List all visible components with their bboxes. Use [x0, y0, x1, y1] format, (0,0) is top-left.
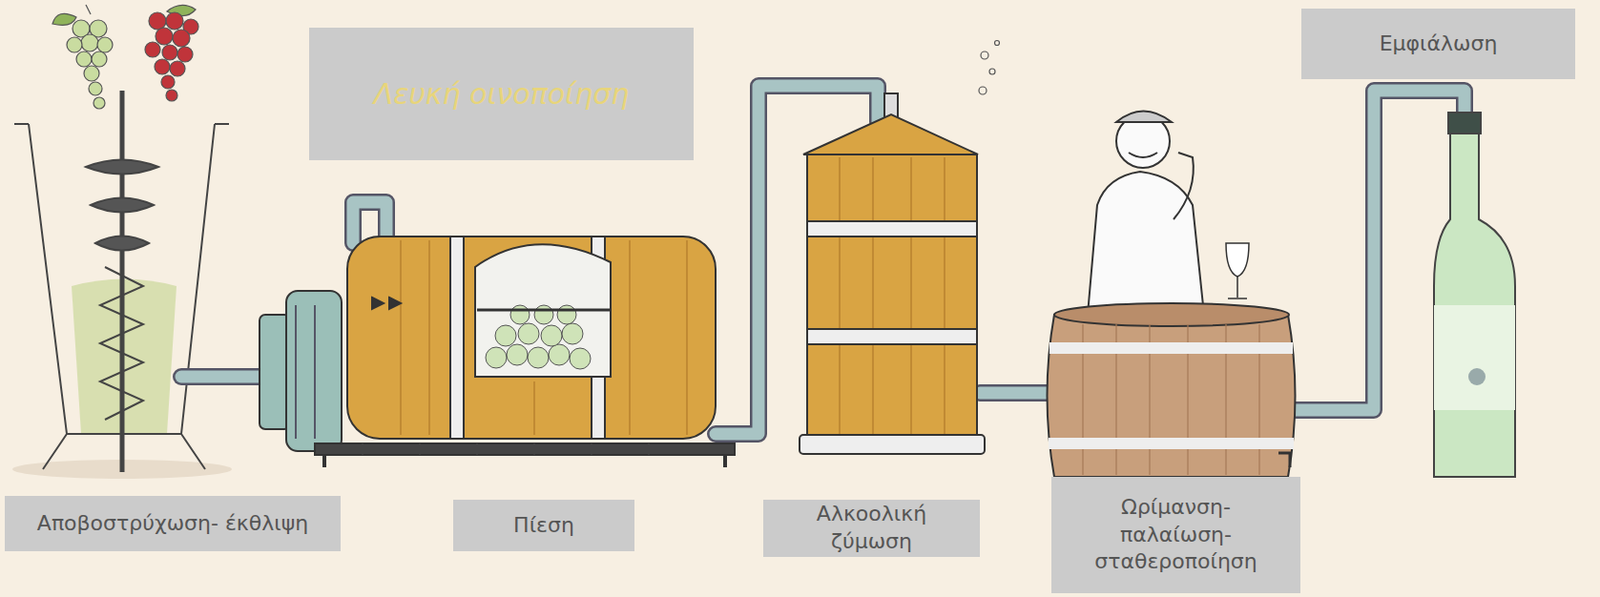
step-label-box: Αλκοολική ζύμωση	[763, 499, 980, 558]
step-label-box: Ωρίμανση- παλαίωση- σταθεροποίηση	[1051, 477, 1301, 594]
step-label: Ωρίμανση- παλαίωση- σταθεροποίηση	[1064, 494, 1288, 577]
step-label: Εμφιάλωση	[1379, 30, 1498, 59]
step-label: Αλκοολική ζύμωση	[776, 500, 967, 556]
wine-glass	[1225, 243, 1249, 299]
step-label-box: Εμφιάλωση	[1301, 8, 1576, 80]
step-label-box: Πίεση	[453, 499, 635, 552]
destemmer-crusher	[12, 90, 232, 479]
cellar-master	[1087, 111, 1205, 316]
ageing-barrel	[1047, 303, 1296, 478]
step-label: Πίεση	[513, 512, 575, 541]
step-label: Αποβοστρύχωση- έκθλιψη	[37, 510, 309, 539]
title-text: Λευκή οινοποίηση	[374, 75, 630, 113]
wine-press	[259, 236, 735, 468]
step-label-box: Αποβοστρύχωση- έκθλιψη	[4, 496, 341, 552]
fermentation-tank	[799, 41, 1000, 456]
wine-bottle	[1433, 112, 1516, 478]
grape-bunches	[52, 4, 199, 109]
title-box: Λευκή οινοποίηση	[309, 27, 694, 161]
